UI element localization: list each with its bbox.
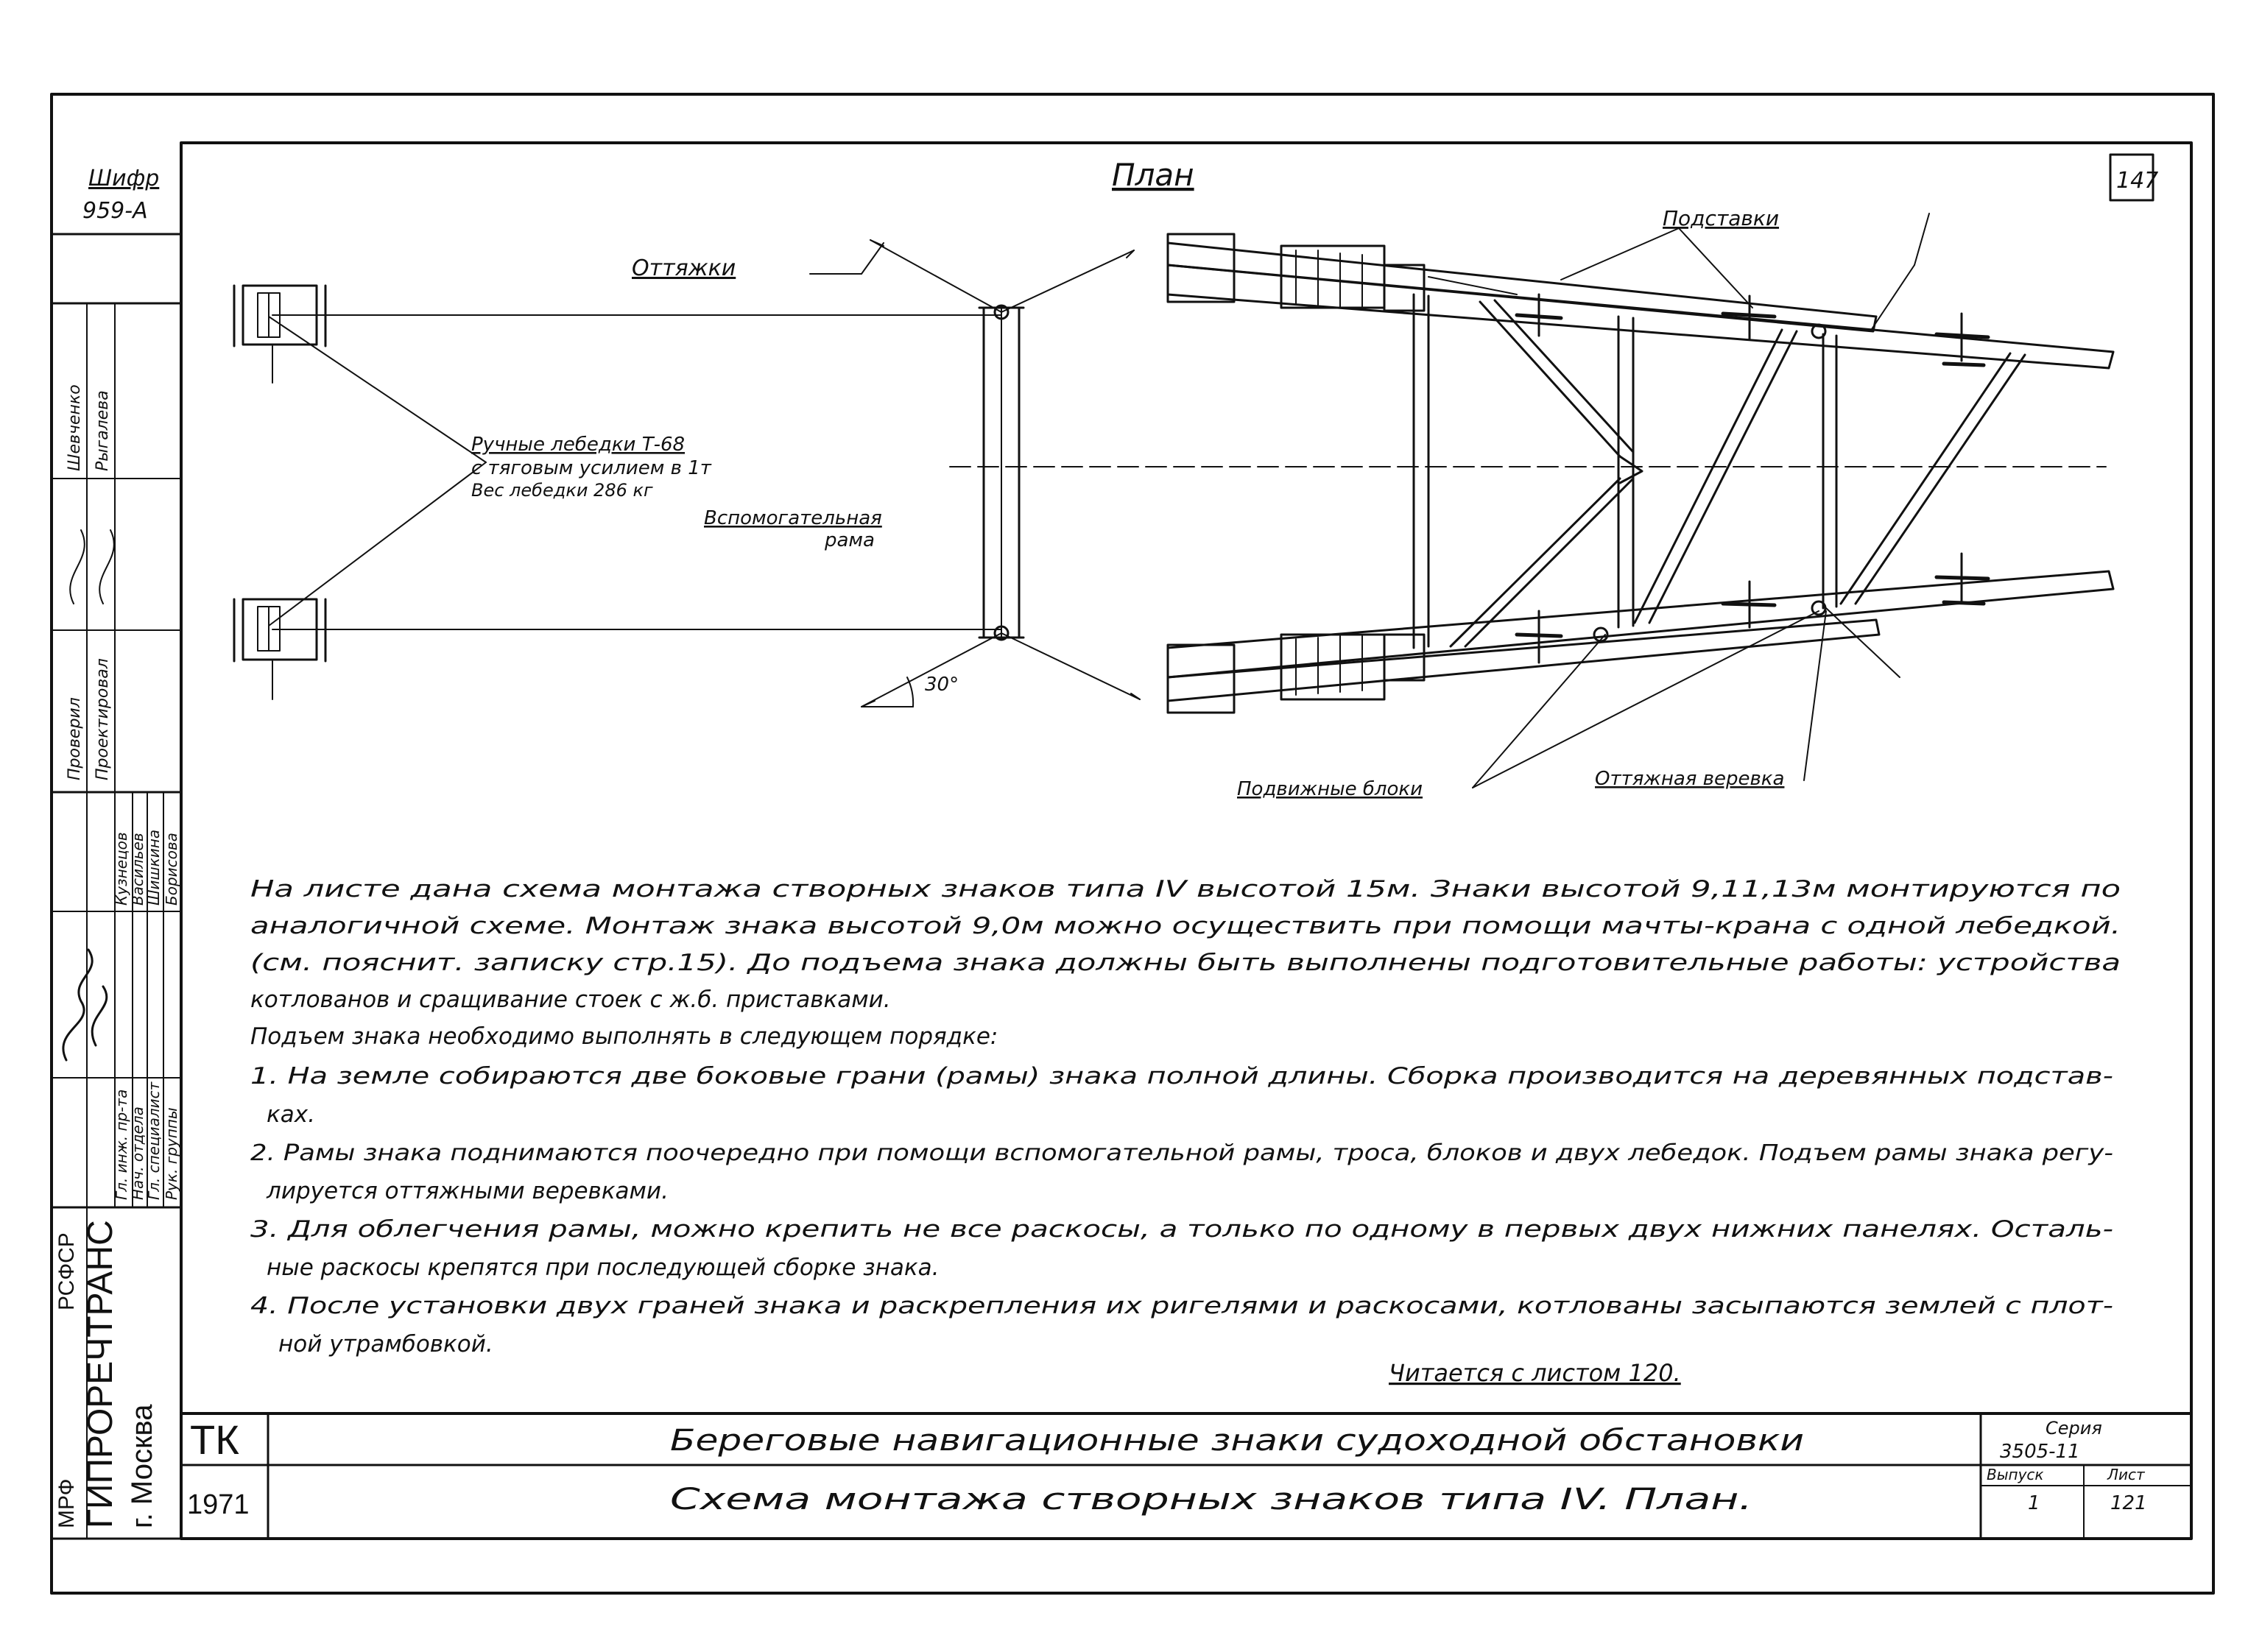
winch-top bbox=[233, 284, 327, 384]
note-item2-line2: лируется оттяжными веревками. bbox=[266, 1178, 669, 1204]
guy-ropes bbox=[861, 239, 1141, 707]
support-top-1 bbox=[1515, 293, 1563, 337]
title-line2: Схема монтажа створных знаков типа IV. П… bbox=[670, 1483, 1752, 1517]
note-para1-line2: аналогичной схеме. Монтаж знака высотой … bbox=[250, 913, 2121, 939]
stamp-republic: РСФСР bbox=[54, 1232, 79, 1310]
plan-title: План bbox=[1112, 157, 1194, 193]
plan-drawing bbox=[233, 213, 2115, 788]
stamp-dept-role-4: Рук. группы bbox=[163, 1107, 180, 1200]
title-block: ТК 1971 Береговые навигационные знаки су… bbox=[180, 1412, 2193, 1540]
stamp-name-designed: Рыгалева bbox=[94, 390, 112, 471]
stamp-dept-role-2: Нач. отдела bbox=[129, 1106, 147, 1200]
winch-bottom bbox=[233, 598, 327, 700]
support-bottom-2 bbox=[1721, 580, 1777, 629]
cipher-value: 959-А bbox=[82, 198, 148, 224]
cipher-block: Шифр 959-А bbox=[50, 166, 183, 236]
label-guys: Оттяжки bbox=[632, 255, 736, 281]
page-label: Лист bbox=[2107, 1466, 2146, 1483]
note-item4-line2: ной утрамбовкой. bbox=[278, 1331, 493, 1358]
movable-blocks bbox=[1593, 323, 1827, 643]
signature-2 bbox=[91, 985, 108, 1047]
stamp-dept-name-4: Борисова bbox=[163, 833, 180, 906]
note-order-heading: Подъем знака необходимо выполнять в след… bbox=[250, 1023, 998, 1050]
support-bottom-3 bbox=[1934, 552, 1990, 606]
signature-1 bbox=[62, 948, 94, 1062]
note-para1-line1: На листе дана схема монтажа створных зна… bbox=[250, 876, 2121, 903]
sheet-number: 147 bbox=[2116, 168, 2158, 194]
note-read-with: Читается с листом 120. bbox=[1389, 1359, 1681, 1387]
cipher-label: Шифр bbox=[88, 166, 159, 191]
note-item3-line1: 3. Для облегчения рамы, можно крепить не… bbox=[250, 1216, 2113, 1243]
stamp-city: г. Москва bbox=[126, 1404, 158, 1528]
stamp-ministry: МРФ bbox=[54, 1479, 79, 1528]
support-top-2 bbox=[1721, 294, 1777, 340]
left-stamp: Проверил Проектировал Шевченко Рыгалева … bbox=[50, 302, 183, 1539]
stamp-org: ГИПРОРЕЧТРАНС bbox=[81, 1220, 120, 1528]
note-item3-line2: ные раскосы крепятся при последующей сбо… bbox=[267, 1254, 940, 1281]
note-item1-line2: ках. bbox=[267, 1101, 315, 1128]
plan-labels: Оттяжки Подставки Ручные лебедки Т-68 с … bbox=[471, 206, 1784, 800]
support-top-3 bbox=[1934, 312, 1990, 367]
label-angle: 30° bbox=[925, 674, 959, 696]
signature-3 bbox=[69, 529, 85, 604]
label-guy-rope: Оттяжная веревка bbox=[1595, 768, 1784, 790]
stamp-dept-role-3: Гл. специалист bbox=[145, 1081, 163, 1200]
stamp-role-designed: Проектировал bbox=[94, 658, 112, 780]
stamp-tk: ТК bbox=[190, 1416, 239, 1463]
stamp-dept-name-3: Шишкина bbox=[145, 830, 163, 906]
drawing-frame bbox=[50, 93, 2215, 1595]
label-supports: Подставки bbox=[1663, 206, 1779, 230]
note-para1-line4: котлованов и сращивание стоек с ж.б. при… bbox=[250, 986, 891, 1013]
issue-label: Выпуск bbox=[1987, 1466, 2044, 1483]
note-item1-line1: 1. На земле собираются две боковые грани… bbox=[250, 1063, 2113, 1090]
label-movable-blocks: Подвижные блоки bbox=[1237, 778, 1423, 800]
issue-value: 1 bbox=[2028, 1492, 2040, 1514]
title-line1: Береговые навигационные знаки судоходной… bbox=[670, 1424, 1804, 1458]
stamp-dept-name-2: Васильев bbox=[129, 833, 147, 906]
stamp-year: 1971 bbox=[187, 1489, 250, 1520]
series-value: 3505-11 bbox=[2000, 1441, 2080, 1463]
label-winch-line1: Ручные лебедки Т-68 bbox=[471, 434, 685, 456]
auxiliary-frame bbox=[978, 304, 1025, 641]
stamp-dept-name-1: Кузнецов bbox=[113, 832, 130, 906]
note-item2-line1: 2. Рамы знака поднимаются поочередно при… bbox=[250, 1140, 2113, 1166]
note-item4-line1: 4. После установки двух граней знака и р… bbox=[250, 1293, 2113, 1319]
lower-side-frame bbox=[1166, 570, 2115, 714]
notes: На листе дана схема монтажа створных зна… bbox=[250, 876, 2121, 1387]
support-bottom-1 bbox=[1515, 610, 1563, 664]
label-aux-frame-line2: рама bbox=[824, 529, 875, 551]
supports bbox=[1515, 293, 1990, 664]
stamp-name-checked: Шевченко bbox=[66, 384, 84, 471]
upper-side-frame bbox=[1166, 233, 2115, 370]
sheet-number-box: 147 bbox=[2109, 153, 2158, 202]
label-winch-line2: с тяговым усилием в 1т bbox=[471, 457, 712, 479]
frame-crossbars bbox=[1412, 293, 2026, 649]
label-aux-frame-line1: Вспомогательная bbox=[704, 507, 882, 529]
note-para1-line3: (см. пояснит. записку стр.15). До подъем… bbox=[250, 950, 2121, 976]
stamp-dept-role-1: Гл. инж. пр-та bbox=[113, 1090, 130, 1200]
label-winch-line3: Вес лебедки 286 кг bbox=[471, 480, 653, 501]
stamp-role-checked: Проверил bbox=[66, 697, 84, 780]
page-value: 121 bbox=[2110, 1492, 2147, 1514]
series-label: Серия bbox=[2046, 1418, 2102, 1439]
signature-4 bbox=[99, 529, 115, 604]
